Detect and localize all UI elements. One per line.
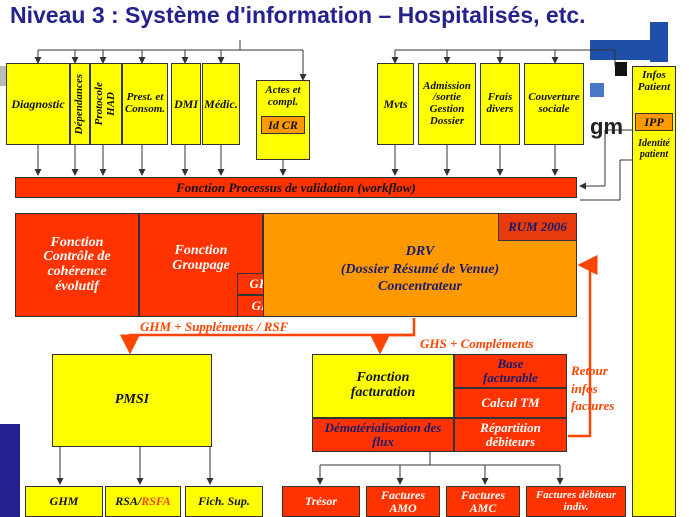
module-had-label: HAD	[105, 92, 117, 116]
output-ghm-label: GHM	[49, 494, 79, 509]
base-facturable-label: Base facturable	[483, 356, 538, 385]
navy-side-bar	[0, 424, 20, 517]
output-factures-amo: Factures AMO	[366, 486, 440, 517]
calcul-tm-box: Calcul TM	[454, 388, 567, 418]
drv-title: DRV	[405, 243, 435, 259]
output-rsfa-label: RSFA	[141, 494, 171, 509]
module-couverture-sociale: Couverture sociale	[524, 63, 584, 145]
flow-label-ghs: GHS + Compléments	[420, 336, 534, 351]
module-diagnostic-label: Diagnostic	[11, 96, 65, 111]
module-mvts-label: Mvts	[383, 96, 408, 111]
output-tresor: Trésor	[282, 486, 360, 517]
module-frais-divers-label: Frais divers	[486, 91, 514, 115]
blue-deco-block-2	[650, 22, 668, 62]
module-prest-consom: Prest. et Consom.	[122, 63, 168, 145]
output-factures-debiteur: Factures débiteur indiv.	[526, 486, 626, 517]
module-diagnostic: Diagnostic	[6, 63, 70, 145]
output-debiteur-label: Factures débiteur indiv.	[535, 488, 617, 513]
rum-box: RUM 2006	[498, 213, 577, 241]
drv-subtitle: (Dossier Résumé de Venue)	[340, 261, 500, 277]
module-admission: Admission /sortie Gestion Dossier	[418, 63, 476, 145]
retour-infos-label: Retour infos factures	[571, 363, 615, 414]
ipp-box: IPP	[635, 113, 673, 132]
rum-label: RUM 2006	[508, 219, 567, 235]
module-dependances: Dépendances	[70, 63, 90, 145]
module-dependances-label: Dépendances	[73, 73, 86, 135]
module-protocole-had: Protocole HAD	[90, 63, 122, 145]
workflow-bar: Fonction Processus de validation (workfl…	[15, 177, 577, 198]
output-amo-label: Factures AMO	[380, 487, 425, 515]
output-ghm: GHM	[25, 486, 103, 517]
dematerialisation-box: Dématérialisation des flux	[312, 418, 454, 452]
dematerialisation-label: Dématérialisation des flux	[324, 420, 442, 449]
module-mvts: Mvts	[377, 63, 414, 145]
id-cr-box: Id CR	[261, 116, 305, 135]
drv-concentrateur: Concentrateur	[377, 279, 462, 295]
output-rsa-rsfa: RSA/ RSFA	[105, 486, 181, 517]
module-prest-consom-label: Prest. et Consom.	[124, 91, 166, 115]
flow-label-ghm: GHM + Suppléments / RSF	[140, 319, 289, 334]
groupage-label: Fonction Groupage	[172, 243, 230, 273]
blue-deco-square	[590, 83, 604, 97]
page-title: Niveau 3 : Système d'information – Hospi…	[10, 2, 586, 28]
calcul-tm-label: Calcul TM	[481, 395, 540, 411]
module-actes-compl-label: Actes et compl.	[265, 84, 301, 108]
infos-patient-label: Infos Patient	[637, 69, 671, 93]
infos-patient-column: Infos Patient IPP Identité patient	[632, 66, 676, 517]
gm-logo: gm	[590, 114, 623, 139]
pmsi-label: PMSI	[114, 392, 150, 408]
output-amc-label: Factures AMC	[460, 487, 505, 515]
identite-patient-label: Identité patient	[638, 138, 670, 160]
module-medic-label: Médic.	[204, 96, 238, 111]
output-fich-sup-label: Fich. Sup.	[198, 494, 250, 509]
workflow-label: Fonction Processus de validation (workfl…	[176, 179, 416, 195]
controle-label: Fonction Contrôle de cohérence évolutif	[43, 234, 111, 294]
facturation-label: Fonction facturation	[350, 370, 416, 400]
base-facturable-box: Base facturable	[454, 354, 567, 388]
module-actes-compl: Actes et compl. Id CR	[256, 80, 310, 160]
module-medic: Médic.	[202, 63, 240, 145]
grey-deco-strip	[0, 66, 6, 86]
module-dmi: DMI	[171, 63, 201, 145]
black-deco-square	[615, 62, 627, 76]
output-factures-amc: Factures AMC	[446, 486, 520, 517]
pmsi-box: PMSI	[52, 354, 212, 447]
module-couverture-sociale-label: Couverture sociale	[528, 91, 580, 115]
output-tresor-label: Trésor	[304, 494, 338, 509]
repartition-box: Répartition débiteurs	[454, 418, 567, 452]
module-frais-divers: Frais divers	[480, 63, 520, 145]
output-fich-sup: Fich. Sup.	[185, 486, 263, 517]
output-rsa-label: RSA/	[115, 494, 142, 509]
repartition-label: Répartition débiteurs	[480, 420, 541, 449]
module-dmi-label: DMI	[173, 96, 198, 111]
facturation-box: Fonction facturation	[312, 354, 454, 418]
module-admission-label: Admission /sortie Gestion Dossier	[423, 79, 471, 127]
controle-box: Fonction Contrôle de cohérence évolutif	[15, 213, 139, 317]
blue-deco-block	[590, 40, 665, 60]
